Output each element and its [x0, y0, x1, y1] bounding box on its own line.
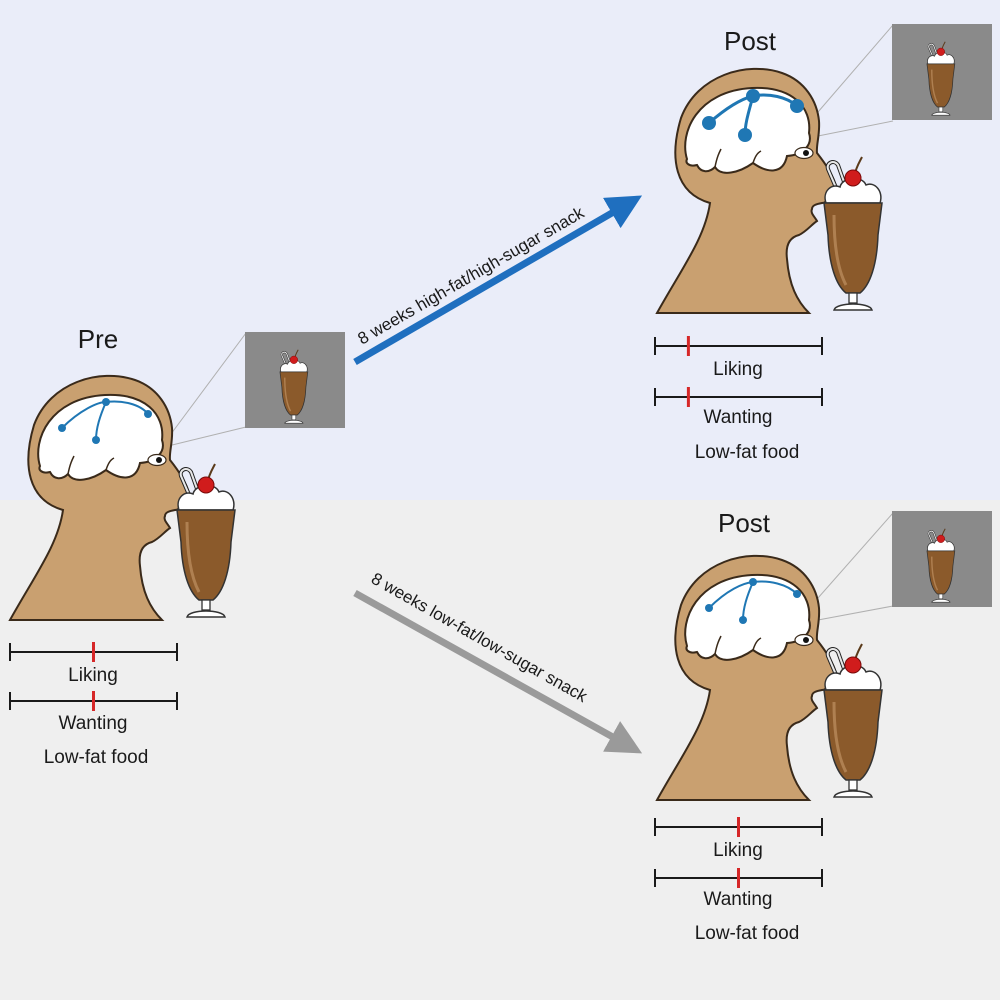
pre-liking-scale — [9, 642, 178, 662]
pre-head-silhouette-icon — [9, 374, 190, 621]
post-high-screen-milkshake-icon — [892, 24, 992, 120]
post-low-node — [739, 616, 747, 624]
post-high-title: Post — [724, 26, 777, 56]
post-high-head-silhouette-icon — [656, 67, 837, 314]
pre-brain-network — [58, 398, 152, 444]
post-high-node — [790, 99, 804, 113]
pre-food-label: Low-fat food — [44, 747, 149, 768]
post-high-node — [746, 89, 760, 103]
pre-node — [92, 436, 100, 444]
pre-title: Pre — [78, 324, 118, 354]
pre-screen-milkshake-icon — [245, 332, 345, 428]
post-high-food-label: Low-fat food — [695, 442, 800, 463]
post-high-liking-scale — [654, 336, 823, 356]
post-high-node — [738, 128, 752, 142]
post-high-wanting-label: Wanting — [704, 407, 773, 428]
post-high-view-line-top — [817, 24, 894, 113]
pre-node — [102, 398, 110, 406]
post-low-liking-label: Liking — [713, 840, 763, 861]
post-high-brain-network — [702, 89, 804, 142]
pre-panel: Pre Liking — [9, 324, 345, 768]
post-low-wanting-scale — [654, 868, 823, 888]
pre-liking-label: Liking — [68, 665, 118, 686]
pre-wanting-scale — [9, 691, 178, 711]
pre-node — [144, 410, 152, 418]
post-low-wanting-label: Wanting — [704, 889, 773, 910]
post-high-liking-label: Liking — [713, 359, 763, 380]
post-low-brain-network — [705, 578, 801, 624]
post-low-head-silhouette-icon — [656, 554, 837, 801]
pre-view-line-top — [167, 332, 247, 439]
post-low-panel: Post Liking — [654, 508, 992, 944]
post-high-panel: Post Liking — [654, 24, 992, 463]
post-low-food-label: Low-fat food — [695, 923, 800, 944]
post-low-node — [749, 578, 757, 586]
post-low-screen-milkshake-icon — [892, 511, 992, 607]
post-low-view-line-bottom — [817, 605, 894, 621]
post-high-view-line-bottom — [817, 120, 894, 137]
post-low-node — [705, 604, 713, 612]
post-high-node — [702, 116, 716, 130]
pre-node — [58, 424, 66, 432]
post-low-view-line-top — [817, 512, 894, 599]
pre-wanting-label: Wanting — [59, 713, 128, 734]
post-low-node — [793, 590, 801, 598]
post-low-liking-scale — [654, 817, 823, 837]
pre-view-line-bottom — [167, 426, 247, 447]
post-low-title: Post — [718, 508, 771, 538]
post-high-wanting-scale — [654, 387, 823, 407]
